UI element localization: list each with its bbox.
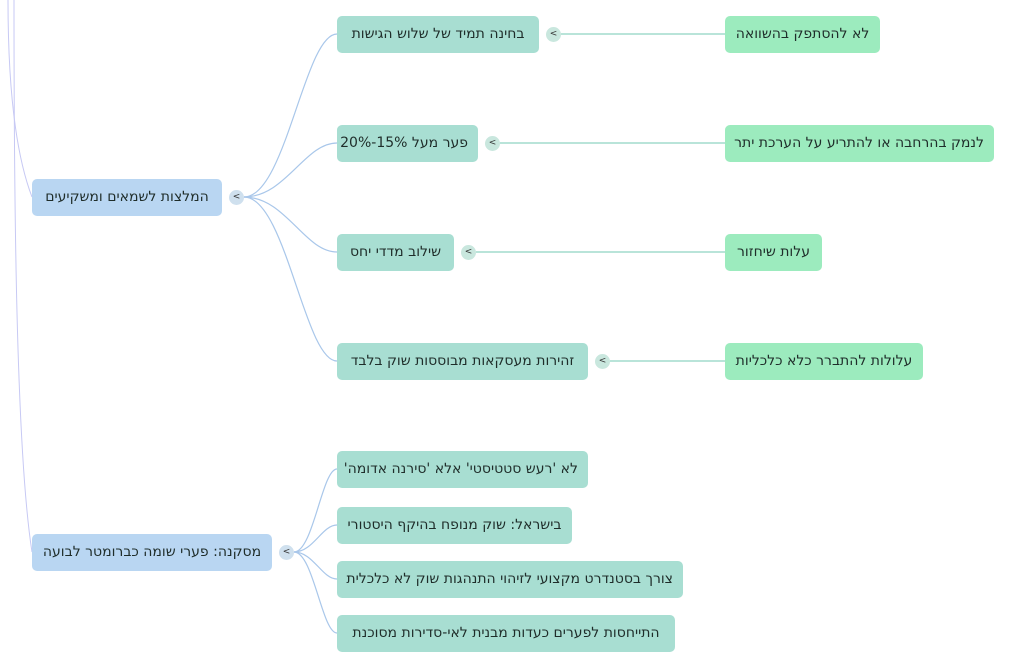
node-red-siren[interactable]: לא 'רעש סטטיסטי' אלא 'סירנה אדומה' [337, 451, 588, 488]
node-inflated-market[interactable]: בישראל: שוק מנופח בהיקף היסטורי [337, 507, 572, 544]
node-gap-above-threshold[interactable]: פער מעל 15%-20% [337, 125, 478, 162]
collapse-toggle-check-three-approaches[interactable]: < [546, 27, 561, 42]
node-not-only-comparison[interactable]: לא להסתפק בהשוואה [725, 16, 880, 53]
collapse-toggle-caution-market-deals[interactable]: < [595, 354, 610, 369]
node-replacement-cost[interactable]: עלות שיחזור [725, 234, 822, 271]
branch-connector [293, 551, 338, 580]
root-connector [13, 0, 33, 553]
node-explain-or-warn[interactable]: לנמק בהרחבה או להתריע על הערכת יתר [725, 125, 994, 162]
node-structural-evidence[interactable]: התייחסות לפערים כעדות מבנית לאי-סדירות מ… [337, 615, 675, 652]
collapse-toggle-conclusion[interactable]: < [279, 545, 294, 560]
node-check-three-approaches[interactable]: בחינה תמיד של שלוש הגישות [337, 16, 539, 53]
node-ratio-indices[interactable]: שילוב מדדי יחס [337, 234, 454, 271]
branch-connector [293, 468, 338, 553]
branch-connector [243, 196, 338, 253]
node-caution-market-deals[interactable]: זהירות מעסקאות מבוססות שוק בלבד [337, 343, 588, 380]
branch-connector [293, 524, 338, 553]
collapse-toggle-recommendations[interactable]: < [229, 190, 244, 205]
branch-connector [243, 33, 338, 198]
branch-connector [243, 196, 338, 362]
node-professional-standard[interactable]: צורך בסטנדרט מקצועי לזיהוי התנהגות שוק ל… [337, 561, 683, 598]
collapse-toggle-ratio-indices[interactable]: < [461, 245, 476, 260]
root-connector [7, 0, 33, 198]
branch-conclusion[interactable]: מסקנה: פערי שומה כברומטר לבועה [32, 534, 272, 571]
branch-connector [293, 551, 338, 634]
branch-recommendations[interactable]: המלצות לשמאים ומשקיעים [32, 179, 222, 216]
collapse-toggle-gap-above-threshold[interactable]: < [485, 136, 500, 151]
branch-connector [243, 142, 338, 198]
node-may-prove-uneconomic[interactable]: עלולות להתברר כלא כלכליות [725, 343, 923, 380]
